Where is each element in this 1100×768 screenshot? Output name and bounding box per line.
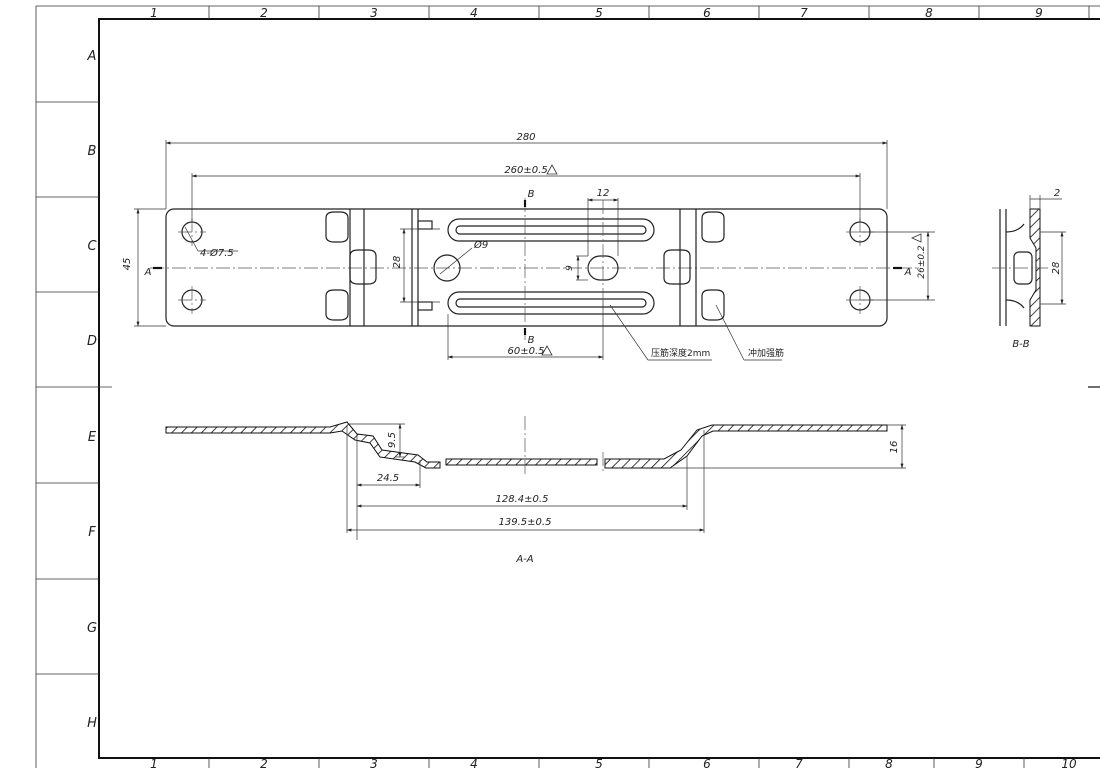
col-label-bottom: 9 — [975, 757, 983, 768]
row-label: A — [87, 49, 97, 64]
dim-right-height: 26±0.2 — [917, 245, 927, 279]
section-a-right: A — [904, 267, 912, 278]
section-a-left: A — [144, 267, 152, 278]
col-label: 9 — [1035, 6, 1043, 20]
col-label: 8 — [925, 6, 933, 20]
row-label: B — [88, 144, 97, 159]
row-label: H — [87, 716, 97, 731]
center-hole-label: Ø9 — [473, 239, 488, 251]
row-label: F — [88, 525, 96, 540]
col-label: 1 — [150, 6, 158, 20]
drawing-border: 1 2 3 4 5 6 7 8 9 1 2 3 4 5 6 7 8 9 10 A… — [35, 5, 1100, 768]
col-label-bottom: 10 — [1061, 757, 1077, 768]
section-b-top: B — [528, 189, 535, 200]
warning-triangle-icon — [911, 233, 922, 243]
col-label-bottom: 5 — [595, 757, 603, 768]
col-label-bottom: 8 — [885, 757, 893, 768]
col-label-bottom: 1 — [150, 757, 158, 768]
dim-inner-length: 128.4±0.5 — [496, 494, 549, 505]
note-stiffener: 冲加强筋 — [748, 347, 784, 359]
dim-width: 45 — [122, 258, 133, 271]
col-label: 2 — [260, 6, 268, 20]
note-rib-depth: 压筋深度2mm — [651, 347, 710, 359]
dim-slot-gap: 12 — [597, 188, 610, 199]
section-aa-title: A-A — [515, 554, 533, 565]
dim-step-height: 9.5 — [387, 432, 398, 448]
warning-triangle-icon — [546, 164, 558, 175]
row-label: E — [88, 430, 97, 445]
col-label-bottom: 7 — [795, 757, 803, 768]
col-label: 6 — [703, 6, 711, 20]
col-label: 4 — [470, 6, 478, 20]
section-bb-title: B-B — [1012, 339, 1029, 350]
section-aa-view: 9.5 16 24.5 128.4±0.5 139.5±0.5 A-A — [165, 416, 906, 565]
dim-slot-center-width: 28 — [392, 256, 403, 269]
dim-bb-height: 28 — [1051, 262, 1062, 275]
section-b-bottom: B — [528, 335, 535, 346]
hole-spec-label: 4-Ø7.5 — [200, 247, 234, 259]
dim-hole-pitch: 260±0.5 — [504, 165, 547, 176]
row-label: G — [87, 621, 97, 636]
dim-slot-length: 60±0.5 — [507, 346, 544, 357]
dim-outer-length: 139.5±0.5 — [499, 517, 552, 528]
col-label-bottom: 6 — [703, 757, 711, 768]
section-bb-view: 2 28 B-B — [992, 188, 1066, 350]
row-label: C — [87, 239, 97, 254]
dim-flat-length: 24.5 — [377, 473, 399, 484]
dim-overall-length: 280 — [516, 132, 535, 143]
col-label: 3 — [370, 6, 378, 20]
col-label-bottom: 4 — [470, 757, 478, 768]
col-label: 5 — [595, 6, 603, 20]
dim-bb-thickness: 2 — [1054, 188, 1060, 199]
dim-slot-height: 9 — [565, 265, 575, 271]
warning-triangle-icon — [541, 345, 553, 356]
plan-view: 280 260±0.5 12 B B 45 A A 28 — [122, 132, 935, 361]
col-label-bottom: 3 — [370, 757, 378, 768]
col-label: 7 — [800, 6, 808, 20]
row-label: D — [87, 334, 97, 349]
dim-total-height: 16 — [889, 441, 900, 454]
col-label-bottom: 2 — [260, 757, 268, 768]
